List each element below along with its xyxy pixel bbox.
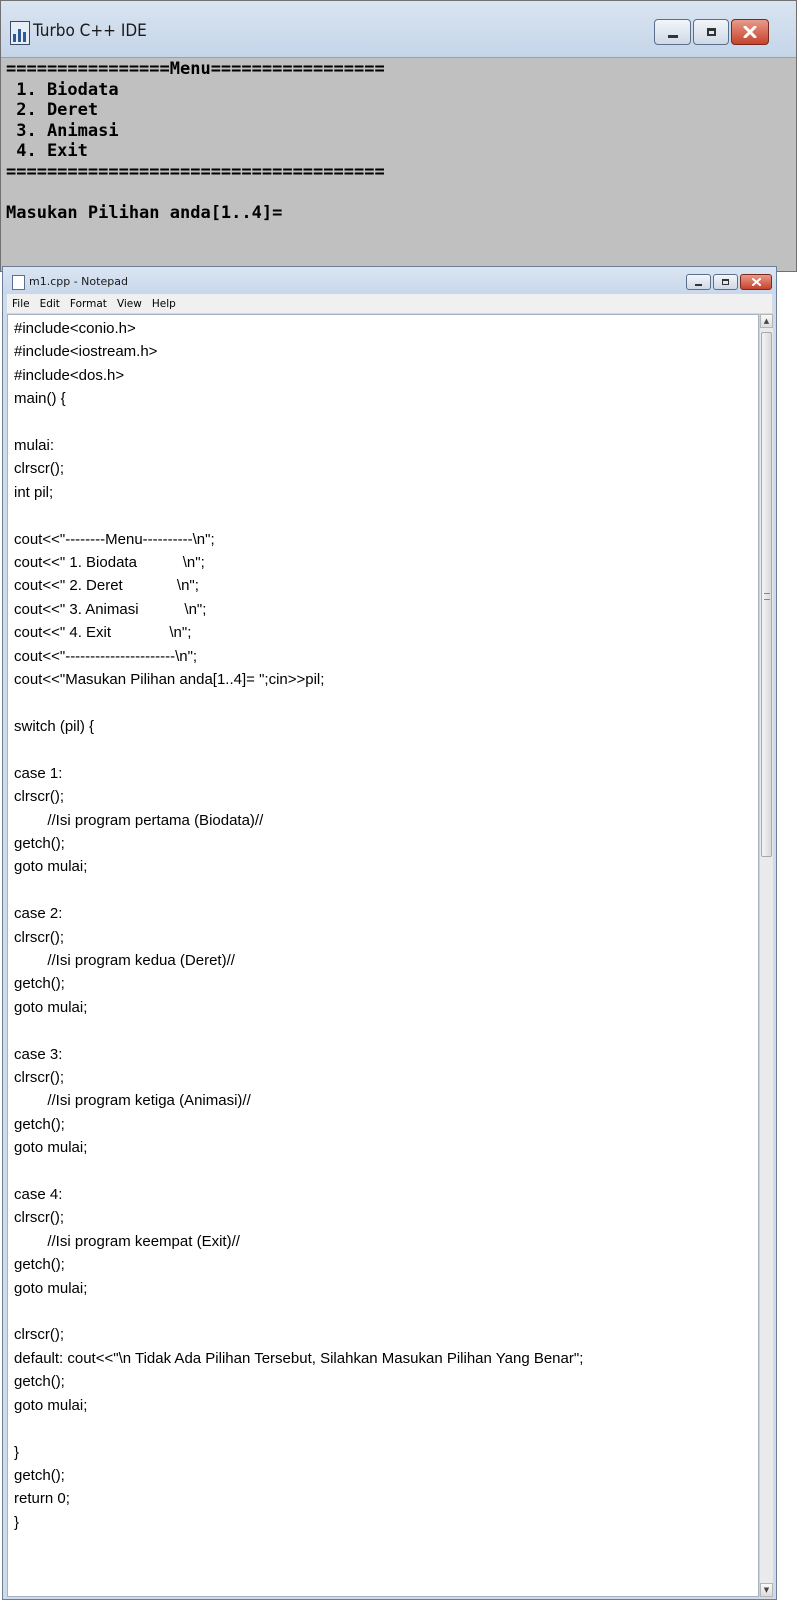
- code-line: ​: [14, 1160, 758, 1183]
- code-line: ​: [14, 411, 758, 434]
- menu-edit[interactable]: Edit: [39, 297, 60, 310]
- notepad-text-area[interactable]: #include<conio.h> #include<iostream.h> #in…: [7, 314, 759, 1597]
- notepad-maximize-button[interactable]: [713, 274, 738, 290]
- console-prompt: Masukan Pilihan anda[1..4]=: [6, 202, 283, 223]
- turbo-app-icon: [10, 21, 30, 45]
- code-line: clrscr();: [14, 1209, 64, 1227]
- maximize-icon: [706, 28, 716, 36]
- code-line: goto mulai;: [14, 1279, 88, 1297]
- scrollbar-grip-icon: [764, 593, 770, 600]
- code-line: getch();: [14, 1373, 65, 1391]
- code-line: switch (pil) {: [14, 717, 95, 735]
- code-line: //Isi program pertama (Biodata)//: [14, 811, 264, 829]
- code-line: ​: [14, 692, 758, 715]
- code-line: ​: [14, 738, 758, 761]
- code-line: cout<<" 2. Deret \n";: [14, 577, 199, 595]
- notepad-window: m1.cpp - Notepad File Edit Format View H…: [2, 266, 777, 1600]
- menu-format[interactable]: Format: [69, 297, 107, 310]
- code-line: clrscr();: [14, 1326, 64, 1344]
- notepad-window-title: m1.cpp - Notepad: [29, 275, 128, 288]
- code-line: cout<<" 4. Exit \n";: [14, 624, 192, 642]
- console-line: ================Menu=================: [6, 59, 385, 79]
- notepad-titlebar[interactable]: m1.cpp - Notepad: [3, 267, 776, 294]
- console-line: ​: [6, 182, 791, 203]
- turbo-titlebar[interactable]: Turbo C++ IDE: [1, 1, 796, 58]
- code-line: ​: [14, 879, 758, 902]
- notepad-app-icon: [12, 275, 25, 290]
- code-line: clrscr();: [14, 788, 64, 806]
- close-icon: [743, 26, 757, 38]
- code-line: ​: [14, 1019, 758, 1042]
- code-line: getch();: [14, 1256, 65, 1274]
- code-line: main() {: [14, 390, 66, 408]
- close-icon: [751, 278, 761, 286]
- code-line: goto mulai;: [14, 1396, 88, 1414]
- code-line: cout<<" 1. Biodata \n";: [14, 554, 205, 572]
- code-line: getch();: [14, 1466, 65, 1484]
- minimize-icon: [695, 284, 702, 286]
- vertical-scrollbar[interactable]: ▲ ▼: [759, 314, 773, 1597]
- code-line: clrscr();: [14, 928, 64, 946]
- notepad-close-button[interactable]: [740, 274, 772, 290]
- code-line: ​: [14, 1300, 758, 1323]
- menu-view[interactable]: View: [116, 297, 142, 310]
- code-line: //Isi program ketiga (Animasi)//: [14, 1092, 251, 1110]
- maximize-icon: [722, 279, 729, 285]
- menu-file[interactable]: File: [12, 297, 30, 310]
- code-line: //Isi program kedua (Deret)//: [14, 951, 235, 969]
- code-line: goto mulai;: [14, 998, 88, 1016]
- code-text: #include<conio.h> #include<iostream.h> #in…: [8, 315, 758, 1534]
- code-line: int pil;: [14, 483, 54, 501]
- console-line: 3. Animasi: [6, 120, 119, 141]
- code-line: //Isi program keempat (Exit)//: [14, 1232, 240, 1250]
- console-line: 4. Exit: [6, 141, 88, 161]
- notepad-menubar: File Edit Format View Help: [7, 294, 772, 314]
- code-line: cout<<"Masukan Pilihan anda[1..4]= ";cin…: [14, 671, 325, 689]
- turbo-maximize-button[interactable]: [693, 19, 729, 45]
- code-line: case 4:: [14, 1186, 63, 1204]
- turbo-minimize-button[interactable]: [654, 19, 691, 45]
- console-line: 1. Biodata: [6, 79, 119, 100]
- turbo-console-output[interactable]: ================Menu================= 1.…: [6, 59, 791, 271]
- console-line: 2. Deret: [6, 100, 99, 120]
- code-line: getch();: [14, 834, 65, 852]
- scroll-up-arrow-icon[interactable]: ▲: [760, 314, 773, 328]
- code-line: ​: [14, 1417, 758, 1440]
- turbo-close-button[interactable]: [731, 19, 769, 45]
- code-line: }: [14, 1513, 20, 1531]
- code-line: clrscr();: [14, 460, 64, 478]
- code-line: return 0;: [14, 1490, 70, 1508]
- code-line: cout<<" 3. Animasi \n";: [14, 600, 207, 618]
- scrollbar-thumb[interactable]: [761, 332, 772, 857]
- menu-help[interactable]: Help: [151, 297, 176, 310]
- code-line: clrscr();: [14, 1069, 64, 1086]
- code-line: }: [14, 1443, 20, 1461]
- minimize-icon: [667, 34, 678, 38]
- turbo-cpp-window: Turbo C++ IDE ================Menu======…: [0, 0, 797, 272]
- code-line: goto mulai;: [14, 858, 88, 876]
- code-line: getch();: [14, 1115, 65, 1133]
- code-line: case 1:: [14, 764, 63, 782]
- code-line: cout<<"----------------------\n";: [14, 647, 198, 665]
- code-line: case 3:: [14, 1045, 63, 1063]
- notepad-minimize-button[interactable]: [686, 274, 711, 290]
- turbo-window-title: Turbo C++ IDE: [33, 21, 147, 41]
- code-line: case 2:: [14, 905, 63, 923]
- code-line: goto mulai;: [14, 1139, 88, 1157]
- code-line: #include<conio.h>: [14, 320, 136, 337]
- code-line: mulai:: [14, 437, 55, 455]
- code-line: #include<iostream.h>: [14, 343, 158, 361]
- code-line: #include<dos.h>: [14, 366, 125, 384]
- console-line: =====================================: [6, 161, 385, 182]
- scroll-down-arrow-icon[interactable]: ▼: [760, 1583, 773, 1597]
- code-line: getch();: [14, 975, 65, 993]
- code-line: default: cout<<"\n Tidak Ada Pilihan Ter…: [14, 1349, 584, 1367]
- code-line: cout<<"--------Menu----------\n";: [14, 530, 215, 548]
- code-line: ​: [14, 504, 758, 527]
